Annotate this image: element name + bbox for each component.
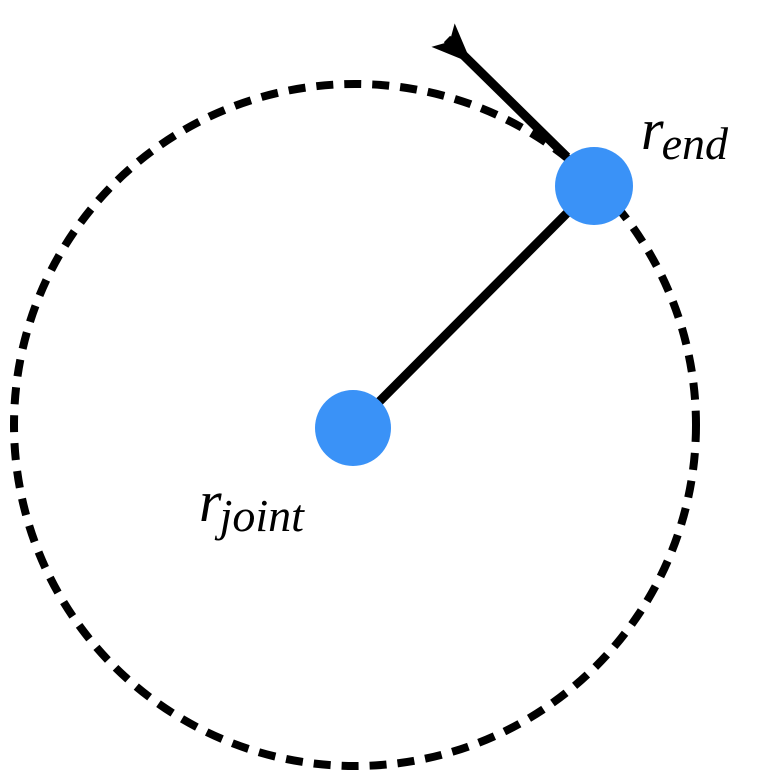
end-effector-label: rend (641, 101, 728, 167)
joint-label-subscript: joint (219, 490, 304, 541)
joint-label-base: r (199, 469, 222, 534)
trajectory-circle (10, 80, 700, 770)
end-effector-label-subscript: end (661, 118, 728, 169)
end-effector-node (555, 147, 633, 225)
end-effector-label-base: r (641, 97, 664, 162)
joint-label: rjoint (199, 473, 304, 539)
velocity-arrow (431, 23, 571, 161)
link-segment (349, 182, 598, 432)
joint-node (315, 390, 391, 466)
